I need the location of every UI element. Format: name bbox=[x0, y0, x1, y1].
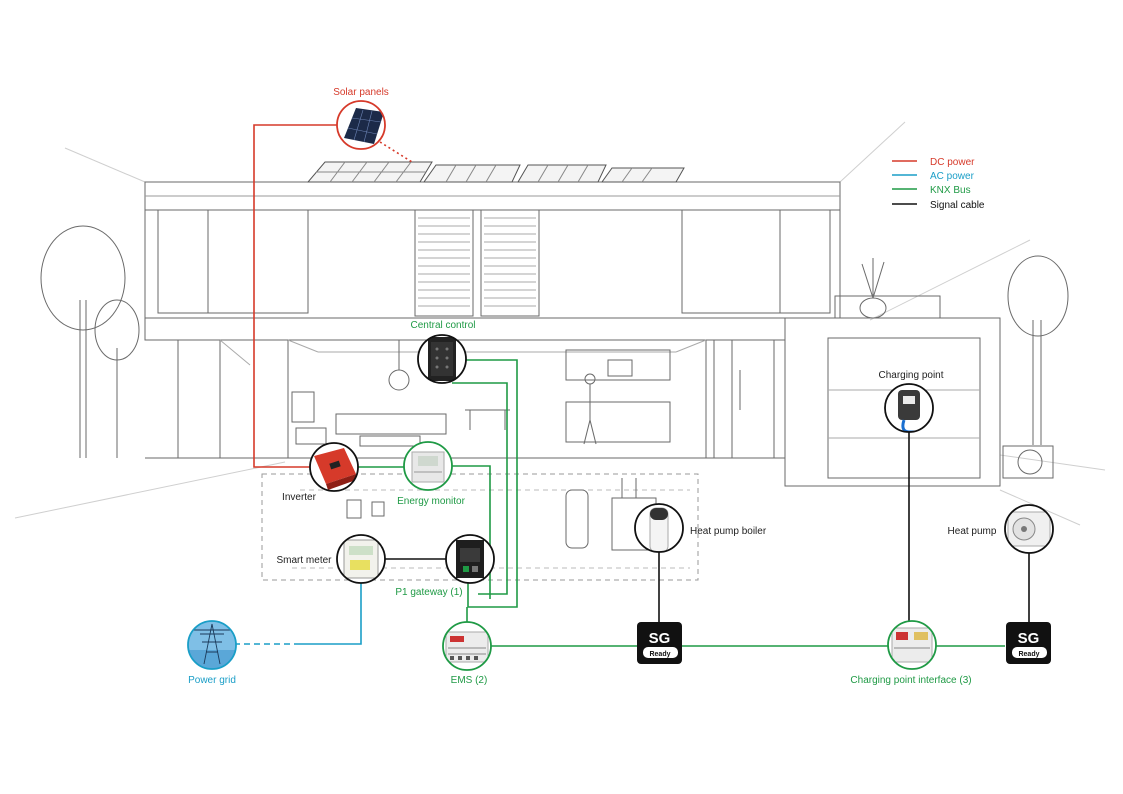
node-inverter[interactable]: Inverter bbox=[282, 442, 359, 503]
legend-dc-label: DC power bbox=[930, 157, 975, 168]
sg-ready-badge-sub: Ready bbox=[649, 651, 670, 658]
dc-line-solar-inverter bbox=[253, 124, 337, 468]
label-heat-pump: Heat pump bbox=[948, 526, 997, 537]
legend-knx-label: KNX Bus bbox=[930, 185, 971, 196]
kitchen-cabinets bbox=[565, 349, 671, 381]
sg-ready-badge-heat-pump[interactable]: SG Ready bbox=[1006, 622, 1051, 664]
label-solar-panels: Solar panels bbox=[333, 87, 389, 98]
din-rail-module-icon bbox=[891, 627, 933, 663]
label-ems: EMS (2) bbox=[451, 675, 488, 686]
house-sketch bbox=[14, 121, 1106, 581]
label-p1-gateway: P1 gateway (1) bbox=[395, 587, 462, 598]
ac-line-meter-grid bbox=[300, 583, 362, 645]
label-charging-point-interface: Charging point interface (3) bbox=[850, 675, 971, 686]
label-power-grid: Power grid bbox=[188, 675, 236, 686]
node-central-control[interactable]: Central control bbox=[410, 320, 476, 384]
smart-meter-icon bbox=[343, 539, 379, 579]
label-charging-point: Charging point bbox=[878, 370, 943, 381]
touch-panel-icon bbox=[428, 337, 456, 381]
din-rail-gateway-icon bbox=[456, 540, 484, 578]
legend-ac-label: AC power bbox=[930, 171, 975, 182]
pylon-icon bbox=[188, 621, 236, 669]
node-p1-gateway[interactable]: P1 gateway (1) bbox=[395, 534, 495, 598]
shutters bbox=[414, 209, 540, 317]
label-inverter: Inverter bbox=[282, 492, 317, 503]
legend-signal-label: Signal cable bbox=[930, 200, 985, 211]
upper-window-right bbox=[681, 209, 831, 314]
sofa bbox=[335, 413, 447, 435]
upper-window-left bbox=[157, 209, 309, 314]
node-solar-panels[interactable]: Solar panels bbox=[333, 87, 389, 150]
node-ems[interactable]: EMS (2) bbox=[442, 621, 492, 686]
label-heat-pump-boiler: Heat pump boiler bbox=[690, 526, 767, 537]
node-charging-point[interactable]: Charging point bbox=[878, 370, 944, 433]
roof-solar-panels bbox=[306, 161, 685, 183]
sg-ready-badge-main: SG bbox=[649, 630, 671, 647]
label-smart-meter: Smart meter bbox=[276, 555, 332, 566]
node-power-grid[interactable]: Power grid bbox=[187, 620, 237, 686]
tree-left bbox=[40, 225, 140, 458]
living-room bbox=[287, 339, 707, 459]
node-smart-meter[interactable]: Smart meter bbox=[276, 534, 386, 584]
energy-monitor-icon bbox=[411, 451, 445, 483]
dc-line-solar-dotted bbox=[379, 141, 413, 163]
node-charging-point-interface[interactable]: Charging point interface (3) bbox=[850, 620, 972, 686]
node-energy-monitor[interactable]: Energy monitor bbox=[397, 441, 466, 507]
outdoor-unit-icon bbox=[1007, 511, 1051, 547]
solar-panel-icon bbox=[344, 108, 384, 144]
boiler-icon bbox=[649, 507, 669, 552]
knx-line-central-loop bbox=[466, 359, 518, 608]
sg-ready-badge-boiler[interactable]: SG Ready bbox=[637, 622, 682, 664]
knx-line-control-inner bbox=[452, 382, 508, 595]
legend: DC power AC power KNX Bus Signal cable bbox=[892, 157, 985, 211]
entrance-column bbox=[177, 339, 221, 459]
node-heat-pump-boiler[interactable]: Heat pump boiler bbox=[634, 503, 767, 553]
din-rail-module-icon bbox=[445, 631, 489, 663]
sg-ready-badge-main: SG bbox=[1018, 630, 1040, 647]
label-energy-monitor: Energy monitor bbox=[397, 496, 465, 507]
inverter-icon bbox=[314, 448, 356, 490]
door-panels bbox=[713, 339, 775, 459]
sg-ready-badge-sub: Ready bbox=[1018, 651, 1039, 658]
connections bbox=[236, 124, 1030, 647]
tree-right bbox=[1007, 255, 1069, 445]
label-central-control: Central control bbox=[410, 320, 475, 331]
node-heat-pump[interactable]: Heat pump bbox=[948, 504, 1054, 554]
